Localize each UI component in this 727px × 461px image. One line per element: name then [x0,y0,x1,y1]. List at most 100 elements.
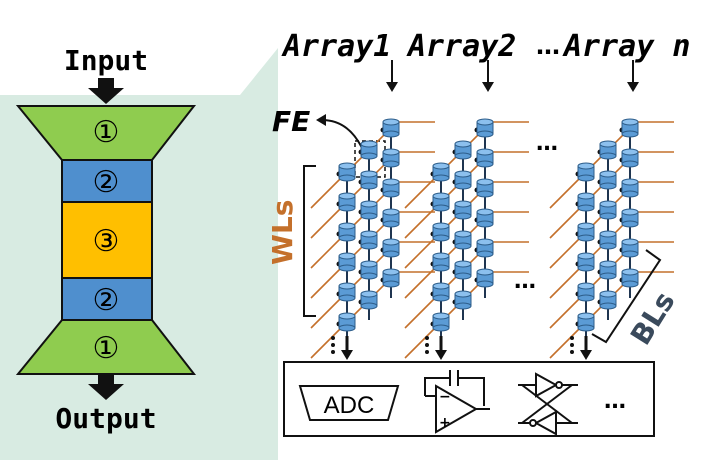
word-line [549,151,674,239]
fe-cell [454,140,472,160]
fe-cell [338,222,356,242]
fe-cell [338,192,356,212]
word-line [310,151,435,239]
fe-cell [382,238,400,258]
bl-output-arrows [331,336,592,360]
fe-cell [577,312,595,332]
fe-cell [476,118,494,138]
bl-label: BLs [624,286,682,351]
fe-cell [577,252,595,272]
fe-cell [338,252,356,272]
fe-cell [432,312,450,332]
fe-cell [360,200,378,220]
fe-cell [476,148,494,168]
fe-cell [432,192,450,212]
fe-cell [338,282,356,302]
word-line [404,241,529,329]
array-separator: … [536,32,560,60]
fe-cell [621,238,639,258]
opamp-plus: + [439,415,451,431]
crossbar-array-1 [310,118,435,359]
fe-cell [577,222,595,242]
word-line [549,121,674,209]
fe-cell [621,148,639,168]
fe-cell [454,290,472,310]
input-arrow [88,78,124,104]
fe-cell [360,260,378,280]
fe-cell [599,230,617,250]
block-3-label: ③ [93,224,120,259]
array-n-pointer-head [627,82,639,92]
wl-bracket [303,165,316,317]
fe-cell [454,170,472,190]
bl-bracket [591,249,662,344]
fe-cell [432,162,450,182]
word-line [404,121,529,209]
word-line [310,211,435,299]
array-2-pointer-head [482,82,494,92]
fe-cell [432,222,450,242]
fe-cell [577,162,595,182]
word-line [404,151,529,239]
output-label: Output [55,402,156,435]
input-label: Input [64,44,148,77]
word-line [549,181,674,269]
fe-cell [599,290,617,310]
block-2-top [61,159,153,203]
array-label-2: Array2 [406,29,516,64]
word-line [404,181,529,269]
layer-stack: Input ① ② ③ ② ① Output [15,44,197,435]
array-label-1: Array1 [281,29,391,64]
fe-cell [621,268,639,288]
fe-cell [382,148,400,168]
array-label-n: Array n [562,29,690,64]
fe-pointer-head [316,114,326,126]
array-gap-ellipsis-top: … [536,131,558,156]
fe-cell [577,282,595,302]
crossbar-array-2 [404,118,529,359]
fe-cell [476,178,494,198]
fe-cell [382,208,400,228]
fe-cell [599,140,617,160]
fe-cell [476,208,494,228]
fe-pointer [321,119,363,149]
fe-cell [599,260,617,280]
block-2-top-label: ② [93,165,120,200]
fe-cell [577,192,595,212]
fe-cell [360,170,378,190]
word-line [310,181,435,269]
fe-cell [599,200,617,220]
block-1-top-label: ① [93,115,120,150]
block-1-bottom-label: ① [93,331,120,366]
fe-cell [599,170,617,190]
fe-cell [360,140,378,160]
word-line [310,241,435,329]
word-line [404,271,529,359]
latch [518,372,578,436]
block-2-bottom-label: ② [93,283,120,318]
crossbar-array-3 [549,118,674,359]
fe-cell [621,178,639,198]
array-1-pointer-head [386,82,398,92]
block-2-bottom [61,277,153,321]
peripheral-circuits: ADC − + … [283,361,655,437]
array-labels: Array1 Array2 … Array n [281,29,690,92]
fe-label: FE [272,105,310,138]
block-1-bottom [15,319,197,375]
fe-cell [476,238,494,258]
fe-cell [360,230,378,250]
fe-cell [621,208,639,228]
word-line [549,211,674,299]
wl-label: WLs [266,200,299,265]
array-gap-ellipsis-bottom: … [514,269,536,294]
word-line [404,211,529,299]
fe-cell [382,178,400,198]
fe-cell [382,118,400,138]
fe-cell [454,230,472,250]
opamp-minus: − [439,389,451,405]
adc-label: ADC [324,392,375,419]
word-line [310,121,435,209]
fe-cell [454,260,472,280]
fe-cell [454,200,472,220]
opamp-integrator: − + [424,370,490,434]
